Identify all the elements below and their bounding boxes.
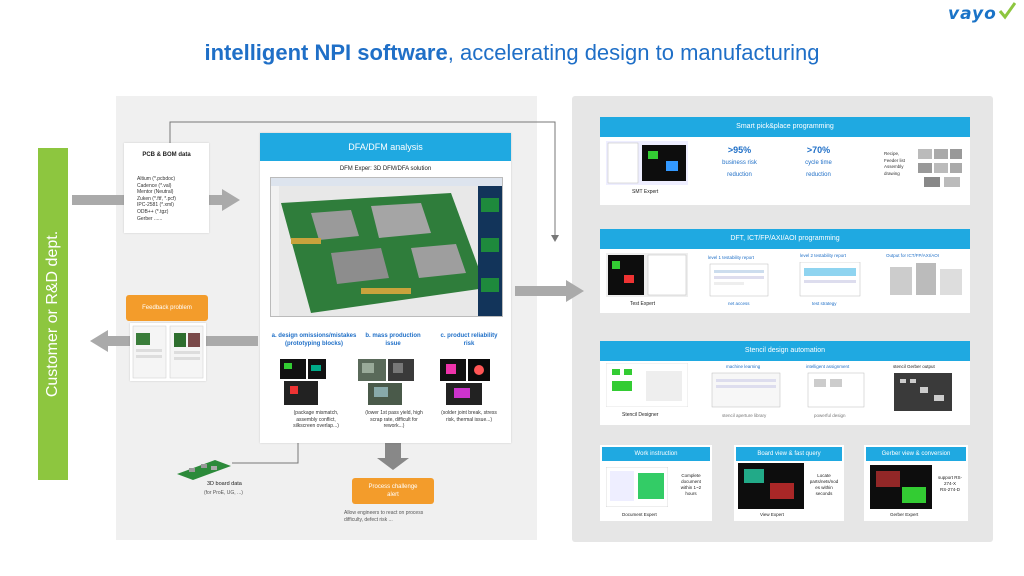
board-screenshot bbox=[738, 463, 804, 509]
logo-text: vayo bbox=[948, 4, 997, 24]
smt-header: Smart pick&place programming bbox=[600, 117, 970, 137]
feedback-thumbnail bbox=[132, 325, 204, 379]
stencil-card: Stencil design automation Stencil Design… bbox=[600, 341, 970, 425]
dft-header: DFT, ICT/FP/AXI/AOI programming bbox=[600, 229, 970, 249]
title-rest: , accelerating design to manufacturing bbox=[447, 40, 820, 65]
board-3d-image bbox=[177, 460, 231, 480]
dfm-header: DFA/DFM analysis bbox=[260, 133, 511, 161]
work-product: Document Expert bbox=[622, 512, 657, 517]
stencil-cap1: stencil aperture library bbox=[722, 413, 767, 418]
list-item: Altium (*.pcbdoc) bbox=[137, 176, 176, 182]
customer-label: Customer or R&D dept. bbox=[44, 230, 61, 398]
gerber-product: Gerber Expert bbox=[890, 512, 919, 517]
dft-level2: level 2 testability report bbox=[800, 253, 847, 258]
stencil-reports bbox=[711, 372, 865, 408]
arrow-down-alert bbox=[377, 443, 409, 470]
smt-notes: Recipe, Feeder list Assembly drawing bbox=[884, 151, 906, 176]
feedback-screenshot bbox=[130, 323, 206, 381]
smt-machines-image bbox=[918, 149, 962, 187]
board-3d-sub: (for ProE, UG, ...) bbox=[204, 490, 243, 496]
dfm-subtitle: DFM Exper: 3D DFM/DFA solution bbox=[339, 166, 432, 172]
category-a-desc: (package mismatch, assembly conflict, si… bbox=[293, 410, 339, 429]
stencil-assign: intelligent assignment bbox=[806, 364, 850, 369]
title-bold: intelligent NPI software bbox=[204, 40, 448, 65]
arrow-to-right bbox=[515, 280, 584, 302]
dft-cap1: net access bbox=[728, 301, 750, 306]
board-header: Board view & fast query bbox=[736, 447, 842, 461]
category-a-title: a. design omissions/mistakes bbox=[271, 333, 357, 339]
dfm-card: DFA/DFM analysis DFM Exper: 3D DFM/DFA s… bbox=[260, 133, 511, 443]
board-3d-title: 3D board data bbox=[207, 481, 242, 487]
list-item: IPC-2581 (*.xml) bbox=[137, 202, 174, 209]
list-item: Zuken (*.ftf, *.pcf) bbox=[137, 195, 176, 202]
smt-product: SMT Expert bbox=[632, 189, 659, 195]
stencil-cap2: powerful design bbox=[814, 413, 846, 418]
category-c: c. product reliability risk bbox=[432, 332, 506, 348]
pcb-title: PCB & BOM data bbox=[142, 152, 191, 158]
list-item: Mentor (Neutral) bbox=[137, 189, 174, 196]
dfm-3d-board bbox=[271, 178, 502, 316]
dfm-3d-screenshot bbox=[270, 177, 503, 317]
dft-product: Test Expert bbox=[630, 301, 656, 307]
pcb-format-list: Altium (*.pcbdoc) Cadence (*.val) Mentor… bbox=[137, 176, 176, 222]
list-item: ODB++ (*.tgz) bbox=[137, 208, 169, 215]
smt-stat-2: >70% cycle time reduction bbox=[805, 145, 832, 178]
gerber-view-card: Gerber view & conversion support RS-274-… bbox=[864, 445, 968, 521]
logo-check-icon bbox=[998, 2, 1016, 20]
dft-output: Output for ICT/FP/AXI/AOI bbox=[886, 253, 940, 258]
smt-screenshot bbox=[606, 141, 688, 185]
list-item: Gerber ...... bbox=[137, 215, 163, 222]
dft-reports bbox=[709, 262, 861, 297]
category-b-desc: (lower 1st pass yield, high scrap rate, … bbox=[365, 410, 423, 429]
stencil-header: Stencil design automation bbox=[600, 341, 970, 361]
board-product: View Expert bbox=[760, 512, 784, 517]
category-b-sub: issue bbox=[385, 341, 401, 347]
category-a: a. design omissions/mistakes (prototypin… bbox=[262, 332, 366, 348]
category-b-title: b. mass production bbox=[365, 333, 421, 339]
dft-level1: level 1 testability report bbox=[708, 255, 755, 260]
stencil-gerber: stencil Gerber output bbox=[893, 364, 935, 369]
vayo-logo: vayo bbox=[948, 2, 1018, 24]
stencil-product: Stencil Designer bbox=[622, 412, 659, 418]
feedback-problem-button[interactable]: Feedback problem bbox=[126, 295, 208, 321]
dft-screenshot bbox=[606, 253, 688, 297]
category-c-sub: risk bbox=[463, 341, 475, 347]
stencil-gerber-image bbox=[894, 373, 952, 411]
stencil-screenshot bbox=[606, 363, 688, 407]
test-machines-image bbox=[890, 263, 962, 295]
category-thumbnails bbox=[280, 359, 490, 405]
work-screenshot bbox=[606, 467, 668, 507]
gerber-header: Gerber view & conversion bbox=[866, 447, 966, 461]
category-c-desc: (solder joint break, stress risk, therma… bbox=[441, 410, 497, 423]
page-title: intelligent NPI software, accelerating d… bbox=[0, 40, 1024, 66]
category-a-sub: (prototyping blocks) bbox=[285, 341, 343, 347]
gerber-screenshot bbox=[870, 465, 932, 509]
dft-card: DFT, ICT/FP/AXI/AOI programming Test Exp… bbox=[600, 229, 970, 313]
dft-cap2: test strategy bbox=[812, 301, 837, 306]
smt-card: Smart pick&place programming SMT Expert … bbox=[600, 117, 970, 205]
customer-bar: Customer or R&D dept. bbox=[38, 148, 68, 480]
category-b: b. mass production issue bbox=[358, 332, 428, 348]
stencil-ml: machine learning bbox=[726, 364, 761, 369]
gerber-desc: support RS-274-X RS-274-D bbox=[937, 475, 962, 492]
pcb-bom-card: PCB & BOM data Altium (*.pcbdoc) Cadence… bbox=[124, 143, 209, 233]
list-item: Cadence (*.val) bbox=[137, 182, 172, 189]
category-c-title: c. product reliability bbox=[440, 333, 498, 339]
process-alert-button[interactable]: Process challenge alert bbox=[352, 478, 434, 504]
work-header: Work instruction bbox=[602, 447, 710, 461]
alert-description: Allow engineers to react on process diff… bbox=[344, 510, 424, 523]
smt-stat-1: >95% business risk reduction bbox=[707, 141, 772, 185]
